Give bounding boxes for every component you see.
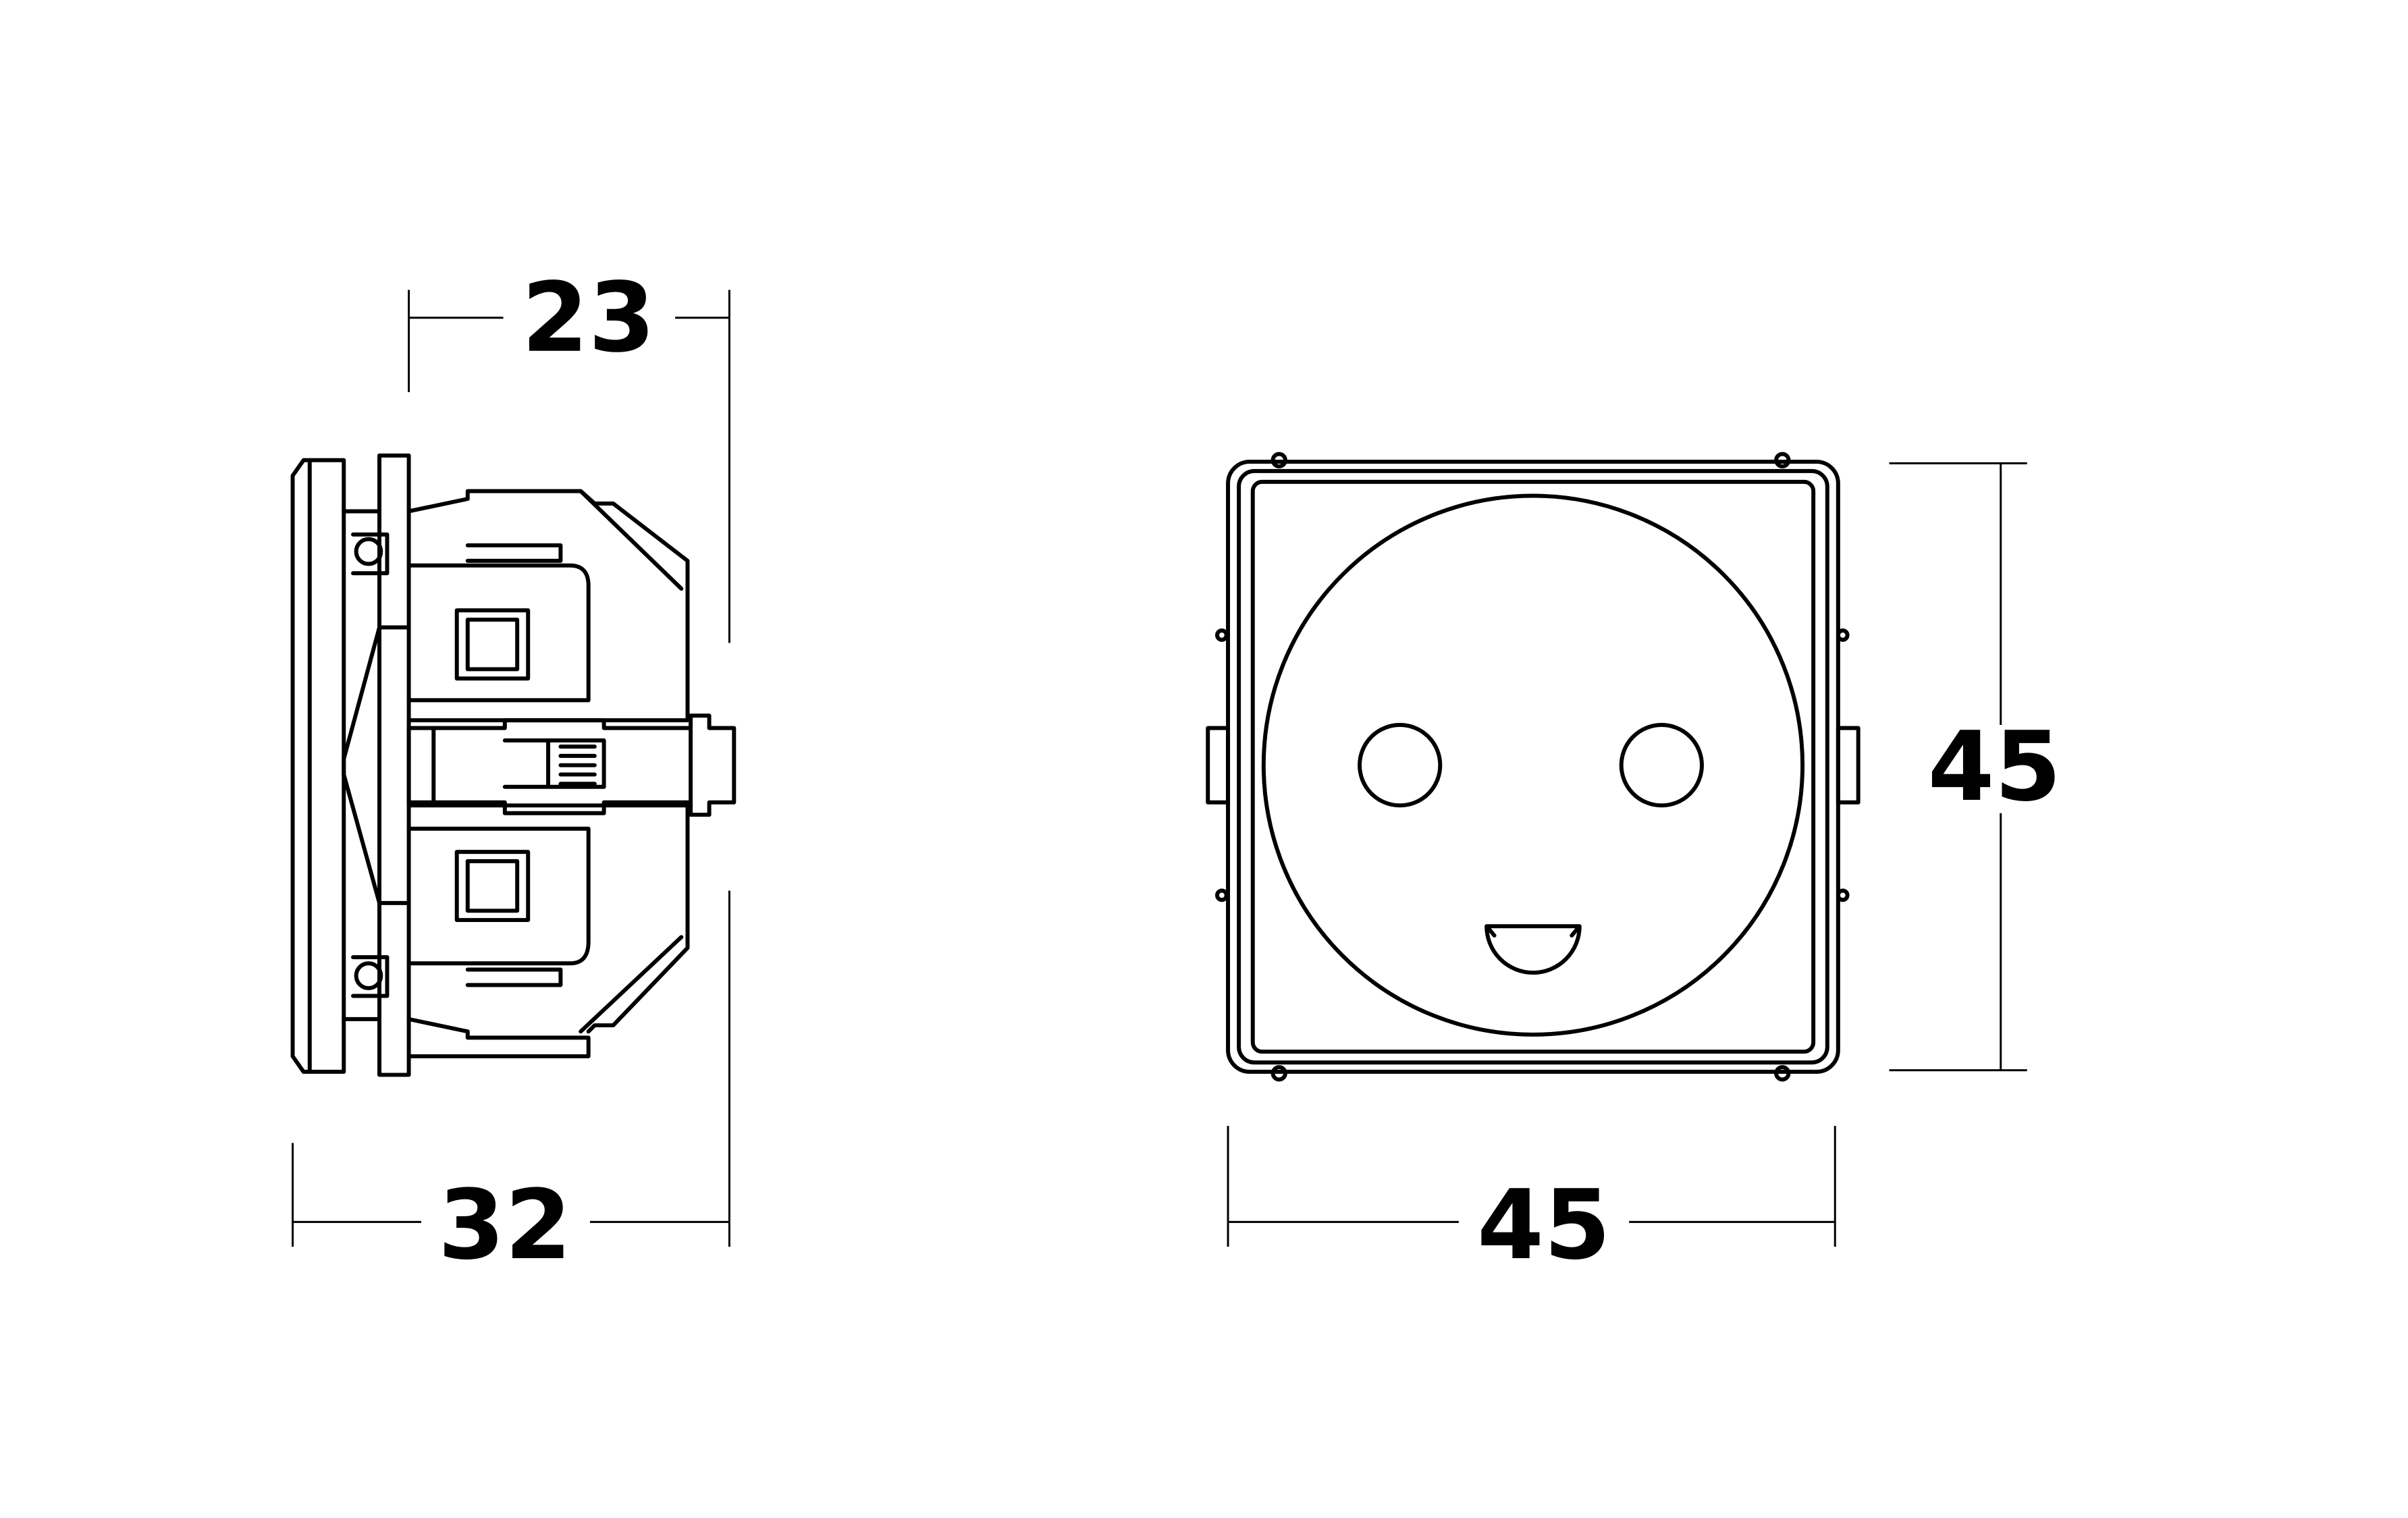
neutral-pin-hole [1619,723,1704,808]
cover-plate [1250,479,1816,1054]
earth-pin-hole [1484,924,1582,975]
dimension-23: 23 [408,262,730,1247]
dimension-32: 32 [292,1143,730,1281]
terminal-top [454,608,531,681]
socket-recess [1261,493,1805,1037]
dimension-height-45: 45 [1889,462,2062,1072]
height-dimension-label: 45 [1928,711,2062,823]
side-view [290,453,737,1077]
outer-frame [1226,460,1840,1074]
dimension-width-45: 45 [1227,1126,1836,1281]
front-view [1206,452,1861,1082]
width-dimension-label: 45 [1477,1169,1611,1281]
mounting-frame [377,453,411,1077]
housing-bottom [406,803,690,1058]
front-plate [290,458,346,1074]
screw-assembly [406,713,737,817]
live-pin-hole [1358,723,1443,808]
total-depth-dimension-label: 32 [438,1169,572,1281]
terminal-bottom [454,850,531,923]
depth-dimension-label: 23 [522,262,655,374]
housing-top [406,489,690,723]
